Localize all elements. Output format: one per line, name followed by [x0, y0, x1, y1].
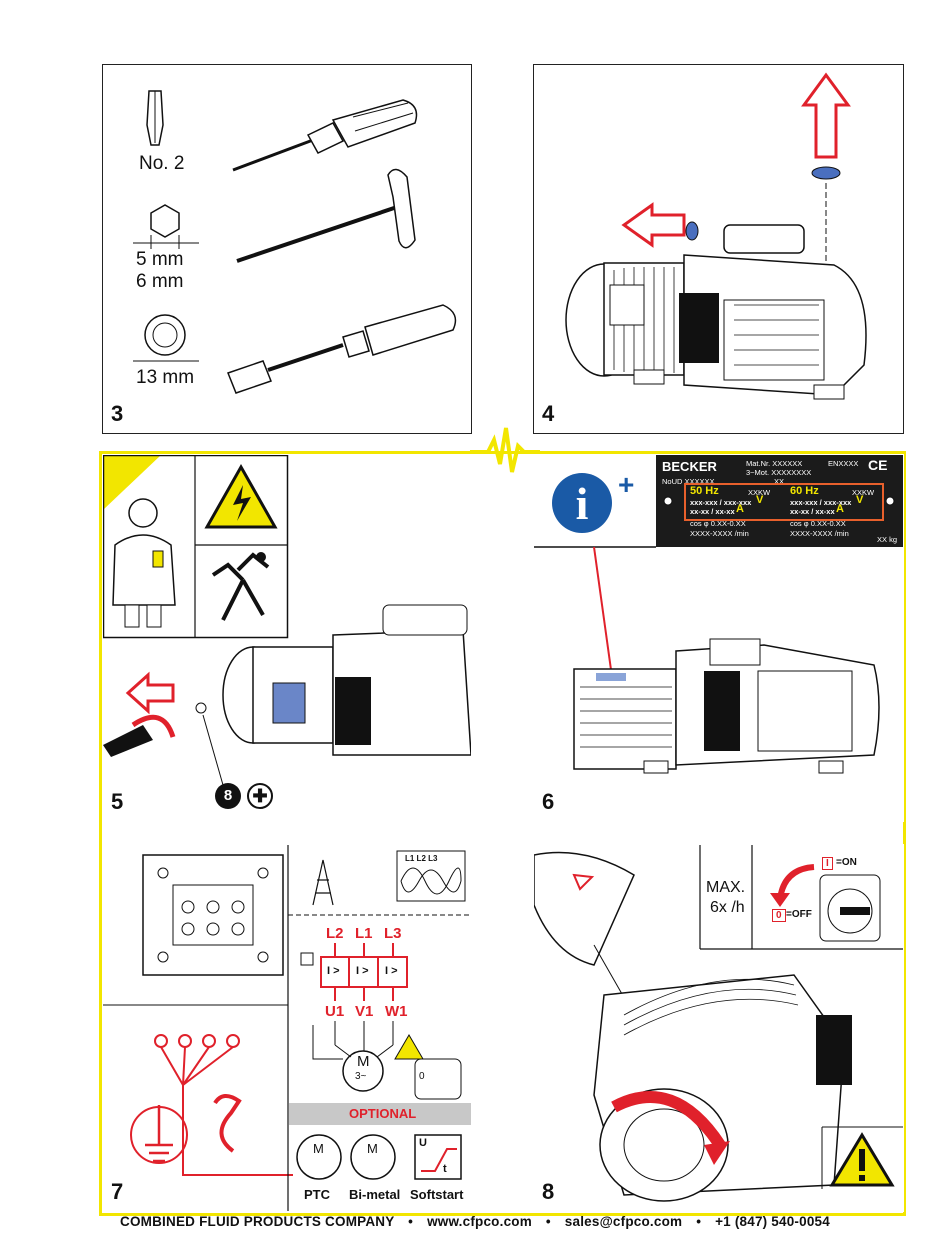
wiring-diagram — [103, 845, 471, 1211]
plus-icon: + — [618, 469, 635, 500]
kw-60: XXKW — [852, 488, 875, 497]
xx-field: XX — [774, 477, 785, 486]
panel-number: 8 — [542, 1179, 555, 1204]
phase-header: L1 L2 L3 — [405, 854, 438, 863]
phillips-badge-icon: ✚ — [247, 783, 273, 809]
weight: XX kg — [876, 535, 897, 544]
a-unit-60: A — [836, 503, 844, 515]
bimetal-motor: M — [367, 1141, 378, 1156]
pump-side-view — [534, 496, 895, 774]
tool-label-5mm: 5 mm — [136, 249, 184, 270]
footer-company: COMBINED FLUID PRODUCTS COMPANY — [120, 1214, 395, 1229]
panel-6-nameplate: i + BECKER Mat.Nr. XXXXXX 3~Mot. XXXXXXX… — [533, 454, 904, 822]
relay-1: I > — [327, 965, 340, 977]
output-v1: V1 — [355, 1003, 374, 1020]
nameplate: BECKER Mat.Nr. XXXXXX 3~Mot. XXXXXXXX EN… — [656, 455, 903, 547]
volt-60: xxx-xxx / xxx-xxx — [790, 498, 852, 507]
switch-zero: 0 — [419, 1071, 425, 1082]
info-plus-icon: i — [552, 473, 612, 533]
cos-50: cos φ 0.XX-0.XX — [690, 519, 746, 528]
footer-phone: +1 (847) 540-0054 — [715, 1214, 830, 1229]
socket-badge: 8 — [215, 783, 241, 809]
becker-logo: BECKER — [662, 459, 717, 474]
on-label: =ON — [836, 857, 857, 868]
panel-number: 7 — [111, 1179, 124, 1204]
warning-illustration — [103, 455, 471, 786]
volt-50: xxx-xxx / xxx-xxx — [690, 498, 752, 507]
output-w1: W1 — [385, 1003, 408, 1020]
line-l2: L2 — [326, 925, 344, 942]
panel-4-pump-caps: 4 — [533, 64, 904, 434]
output-u1: U1 — [325, 1003, 345, 1020]
footer-web[interactable]: www.cfpco.com — [427, 1214, 532, 1229]
panel-3-tools: No. 2 5 mm 6 mm 13 mm 3 — [102, 64, 472, 434]
kw-50: XXKW — [748, 488, 771, 497]
tool-label-13mm: 13 mm — [136, 367, 195, 388]
softstart-t: t — [443, 1163, 447, 1175]
panel-number: 5 — [111, 789, 124, 814]
line-l3: L3 — [384, 925, 402, 942]
cos-60: cos φ 0.XX-0.XX — [790, 519, 846, 528]
off-key: 0 — [772, 909, 786, 922]
option-softstart: Softstart — [410, 1187, 464, 1202]
hz50: 50 Hz — [690, 485, 719, 497]
caution-icon — [394, 1034, 424, 1060]
footer-sep: • — [408, 1214, 414, 1229]
ptc-motor: M — [313, 1141, 324, 1156]
phillips-screwdriver-icon — [133, 90, 457, 394]
motor-sub: 3~ — [355, 1071, 367, 1082]
motor-type: 3~Mot. XXXXXXXX — [746, 468, 812, 477]
footer-sep: • — [545, 1214, 551, 1229]
hz60: 60 Hz — [790, 485, 819, 497]
optional-label: OPTIONAL — [349, 1106, 417, 1121]
tool-label-no2: No. 2 — [139, 153, 185, 174]
option-ptc: PTC — [304, 1187, 330, 1202]
lightning-wave — [470, 427, 540, 473]
rating-box — [684, 483, 884, 521]
panel-8-rotation: MAX. 6x /h I =ON 0 =OFF 8 — [533, 844, 904, 1212]
footer: COMBINED FLUID PRODUCTS COMPANY • www.cf… — [0, 1214, 950, 1229]
softstart-u: U — [419, 1137, 427, 1149]
en-code: ENXXXX — [828, 459, 859, 468]
vacuum-pump-illustration — [565, 72, 867, 400]
motor-label: M — [357, 1053, 370, 1070]
panel-7-wiring: L1 L2 L3 L2 L1 L3 I > I > I > U1 V1 W1 M… — [102, 844, 472, 1212]
tool-label-6mm: 6 mm — [136, 271, 184, 292]
rotation-check-illustration — [534, 845, 903, 1202]
relay-2: I > — [356, 965, 369, 977]
max-label: MAX. — [706, 879, 746, 896]
option-bimetal: Bi-metal — [349, 1187, 401, 1202]
rate-label: 6x /h — [710, 899, 745, 916]
v-unit-60: V — [856, 494, 864, 506]
panel-number: 4 — [542, 401, 555, 426]
footer-sep: • — [696, 1214, 702, 1229]
mat-nr: Mat.Nr. XXXXXX — [746, 459, 803, 468]
on-key: I — [822, 857, 833, 870]
panel-number: 3 — [111, 401, 124, 426]
relay-3: I > — [385, 965, 398, 977]
rpm-50: XXXX-XXXX /min — [690, 529, 749, 538]
ce-mark: CE — [868, 457, 888, 473]
panel-number: 6 — [542, 789, 555, 814]
v-unit-50: V — [756, 494, 764, 506]
no-ud: NoUD XXXXXX — [662, 477, 715, 486]
panel-5-disconnect: 8 ✚ 5 — [102, 454, 472, 822]
off-label: =OFF — [786, 909, 812, 920]
amp-60: xx-xx / xx-xx — [790, 507, 835, 516]
footer-email[interactable]: sales@cfpco.com — [564, 1214, 683, 1229]
rpm-60: XXXX-XXXX /min — [790, 529, 849, 538]
line-l1: L1 — [355, 925, 373, 942]
amp-50: xx-xx / xx-xx — [690, 507, 735, 516]
a-unit-50: A — [736, 503, 744, 515]
